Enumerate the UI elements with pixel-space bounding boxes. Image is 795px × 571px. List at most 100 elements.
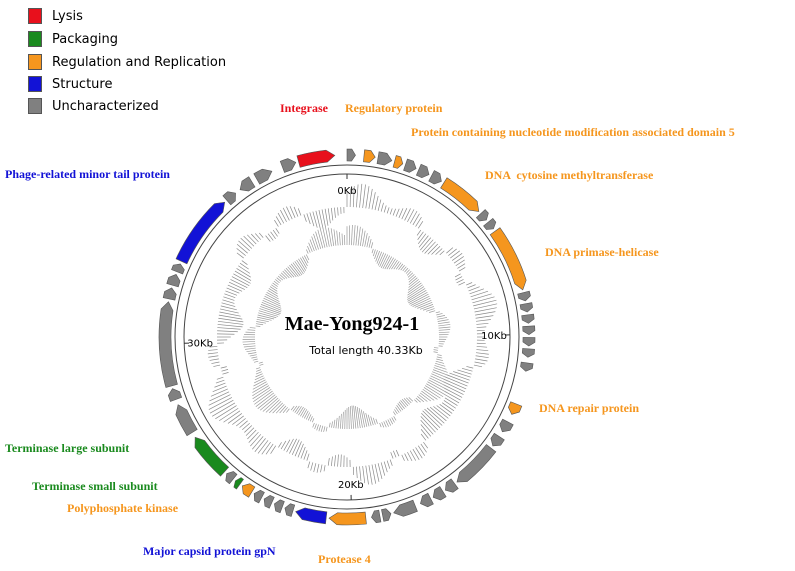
gc-skew-bar-22 [386,257,394,270]
gc-bar-244 [293,206,299,217]
gc-skew-bar-241 [305,254,310,261]
legend-label-structure: Structure [52,76,113,92]
gc-skew-bar-174 [252,381,267,390]
label-minor-tail-protein: Phage-related minor tail protein [5,167,170,181]
gc-bar-123 [368,465,373,485]
gc-bar-89 [443,400,456,409]
label-dna-primase-helicase: DNA primase-helicase [545,245,659,259]
gc-bar-240 [280,209,287,223]
label-polyphosphate-kinase: Polyphosphate kinase [67,501,179,515]
gc-bar-146 [297,443,304,458]
gc-bar-57 [474,307,497,313]
gc-bar-91 [439,404,453,414]
label-protease-4: Protease 4 [318,552,371,566]
gc-bar-242 [286,206,293,220]
gc-skew-bar-164 [265,399,280,413]
gc-skew-bar-31 [405,269,410,274]
gc-bar-37 [448,248,457,256]
gc-bar-100 [420,419,434,435]
gc-bar-218 [236,268,251,278]
gc-bar-156 [261,441,271,455]
gc-skew-bar-74 [436,356,443,359]
gc-bar-117 [386,460,391,469]
gc-skew-bar-25 [393,261,400,270]
gc-bar-239 [277,212,285,224]
gene-uncharacterized-14 [522,325,536,336]
gc-bar-226 [240,237,253,249]
gc-skew-bar-171 [252,387,271,400]
gc-skew-bar-168 [255,392,275,407]
gc-skew-bar-242 [306,249,309,254]
gene-regulation-1 [363,149,376,163]
gc-bar-191 [208,349,218,351]
gc-skew-bar-119 [367,414,372,426]
gc-skew-bar-176 [253,377,265,384]
gc-skew-bar-209 [260,306,281,314]
gc-bar-127 [356,466,358,479]
gc-skew-bar-126 [353,405,357,429]
gc-skew-bar-106 [394,409,398,415]
gene-uncharacterized-8 [475,209,489,222]
gene-regulation-28 [328,511,367,526]
gc-skew-bar-143 [316,424,319,431]
gc-skew-bar-252 [325,227,330,247]
gc-bar-86 [444,391,461,401]
gc-skew-bar-97 [408,397,414,402]
gc-bar-215 [231,276,250,287]
gc-bar-183 [222,372,229,375]
gc-skew-bar-186 [251,356,258,359]
gc-bar-106 [417,445,426,456]
tick-label-3: 30Kb [187,339,213,350]
gc-skew-bar-229 [284,269,292,278]
gc-skew-bar-232 [289,265,299,277]
gc-bar-23 [415,216,422,227]
gc-skew-bar-173 [252,383,268,393]
gc-bar-46 [456,279,464,284]
gc-skew-bar-3 [353,225,356,246]
gene-uncharacterized-19 [499,418,514,433]
gene-lysis-49 [296,149,336,168]
gc-bar-114 [393,450,397,458]
gc-skew-bar-202 [256,321,267,324]
gc-skew-bar-52 [426,308,435,312]
gc-skew-bar-13 [372,249,376,257]
gc-skew-bar-145 [312,422,315,428]
gc-skew-bar-5 [357,226,361,246]
gc-skew-bar-199 [249,327,256,329]
gc-bar-121 [374,463,380,482]
gc-bar-206 [221,302,236,307]
gc-bar-214 [230,279,248,289]
gc-bar-19 [404,208,411,221]
gc-skew-bar-248 [315,231,322,249]
gc-bar-5 [362,184,366,208]
gc-bar-112 [401,454,405,461]
gc-skew-bar-42 [407,288,426,300]
gc-skew-bar-79 [433,367,448,373]
gc-skew-bar-205 [257,314,275,320]
gc-skew-bar-43 [407,290,427,302]
gc-skew-bar-237 [298,258,307,271]
gc-bar-8 [371,192,376,210]
gc-bar-38 [450,250,461,259]
gc-skew-bar-137 [331,421,333,428]
gc-bar-98 [421,412,439,431]
gc-skew-bar-50 [419,304,434,310]
gene-uncharacterized-11 [517,290,531,302]
gc-skew-bar-181 [256,367,261,370]
gc-bar-220 [239,262,249,270]
gene-uncharacterized-46 [239,176,256,192]
gc-bar-233 [267,233,274,241]
gc-bar-93 [433,406,449,419]
gc-bar-158 [254,438,266,452]
gene-uncharacterized-25 [393,499,418,517]
gc-bar-71 [475,355,489,359]
gc-skew-bar-129 [348,406,350,429]
gc-skew-bar-36 [408,277,418,286]
gc-content-track [207,183,498,485]
gene-uncharacterized-26 [381,508,392,522]
gc-bar-132 [340,454,342,467]
gc-skew-bar-161 [275,404,285,414]
gc-skew-bar-214 [264,295,281,305]
gc-skew-bar-157 [290,405,295,411]
gc-skew-bar-207 [258,310,279,317]
